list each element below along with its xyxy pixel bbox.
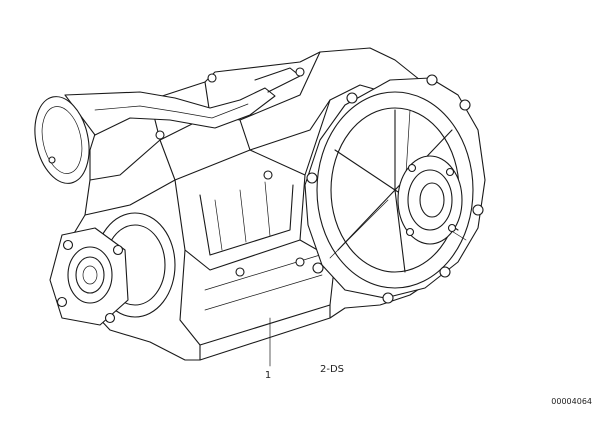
breather-tube — [34, 67, 301, 184]
side-cover — [304, 74, 486, 304]
housing-bolts — [155, 67, 305, 277]
input-flange — [49, 212, 176, 326]
annotation-label: 2-DS — [320, 364, 344, 375]
catalog-number: 00004064 — [551, 397, 592, 406]
callout-1: 1 — [265, 317, 271, 381]
callout-number: 1 — [265, 370, 271, 381]
